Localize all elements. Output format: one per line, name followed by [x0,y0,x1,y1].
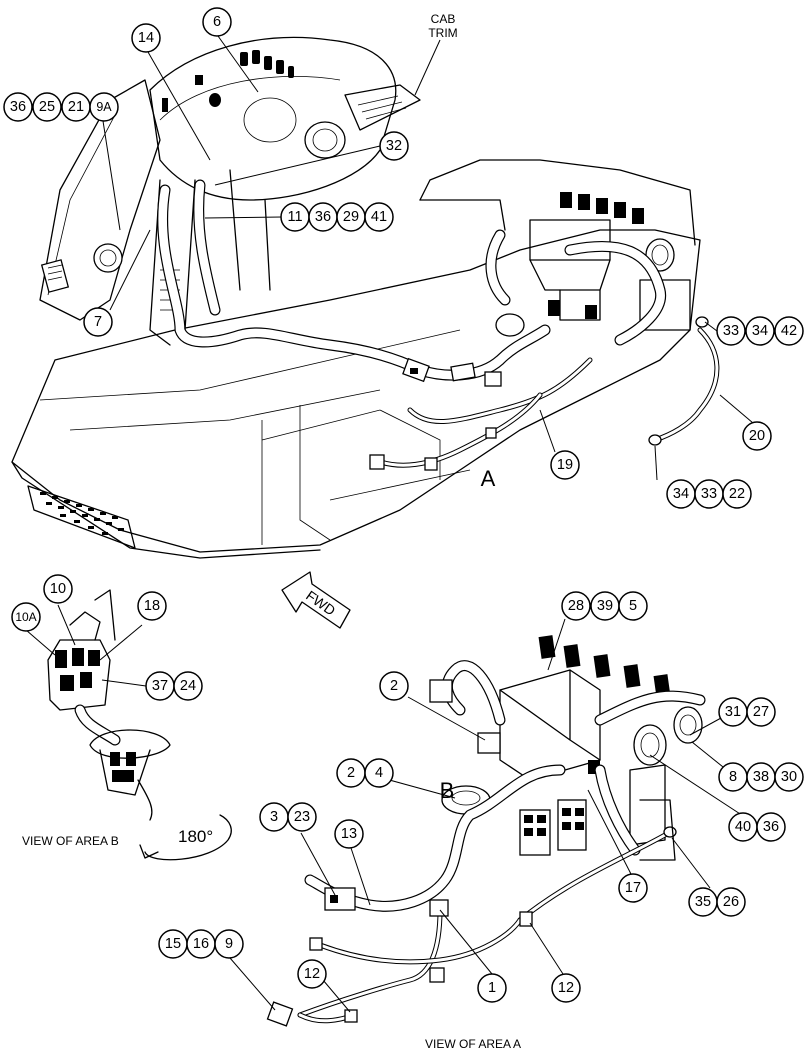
callout-group-11-36-29-41: 11 36 29 41 [280,202,394,232]
callout-27: 27 [753,704,769,720]
callout-19-text: 19 [557,457,573,473]
callout-group-3-23: 3 23 [259,802,317,832]
callout-3: 3 [270,809,278,825]
callout-34b: 34 [673,486,689,502]
callout-group-34-33-22: 34 33 22 [666,479,752,509]
forward-arrow: FWD [281,571,351,629]
callout-20-text: 20 [749,428,765,444]
callout-39: 39 [597,598,613,614]
cab-trim-label-line2: TRIM [428,26,457,40]
callout-41: 41 [371,209,387,225]
callout-group-33-34-42: 33 34 42 [716,316,804,346]
rotation-label: 180° [178,827,213,846]
callout-1: 1 [477,973,507,1003]
callout-22: 22 [729,486,745,502]
callout-group-37-24: 37 24 [145,671,203,701]
callout-2-upper: 2 [379,671,409,701]
callout-12-right: 12 [551,973,581,1003]
callout-40: 40 [735,819,751,835]
callout-14: 14 [131,23,161,53]
cab-platform-drawing [11,36,720,559]
callout-32: 32 [379,131,409,161]
callout-group-31-27: 31 27 [718,697,776,727]
callout-33: 33 [723,323,739,339]
callout-12-left: 12 [297,959,327,989]
callout-30: 30 [781,769,797,785]
callout-17-text: 17 [625,880,641,896]
callout-37: 37 [152,678,168,694]
callout-18: 18 [137,591,167,621]
callout-13: 13 [334,819,364,849]
callout-group-36-25-21-9a: 36 25 21 9A [3,92,119,122]
callout-10a: 10A [11,602,41,632]
callout-8: 8 [729,769,737,785]
callout-10: 10 [43,574,73,604]
area-a-detail-drawing [266,635,706,1027]
callout-group-28-39-5: 28 39 5 [561,591,648,621]
area-a-label: A [481,466,496,491]
callout-42: 42 [781,323,797,339]
callout-4: 4 [375,765,383,781]
area-b-label: B [440,778,455,803]
callout-10-text: 10 [50,581,66,597]
callout-31: 31 [725,704,741,720]
callout-23: 23 [294,809,310,825]
callout-14-text: 14 [138,30,154,46]
callout-21: 21 [68,99,84,115]
callout-leaders [25,35,758,1013]
callout-2a-text: 2 [390,678,398,694]
callout-7: 7 [83,307,113,337]
callout-2b: 2 [347,765,355,781]
callout-20: 20 [742,421,772,451]
callout-25: 25 [39,99,55,115]
callout-12a-text: 12 [304,966,320,982]
callout-5: 5 [629,598,637,614]
callout-10a-text: 10A [15,610,36,624]
callout-34: 34 [752,323,768,339]
fwd-label: FWD [303,587,338,618]
callout-29: 29 [343,209,359,225]
view-area-b-label: VIEW OF AREA B [22,834,119,848]
cab-trim-label-line1: CAB [431,12,456,26]
callout-group-40-36: 40 36 [728,812,786,842]
callout-6-text: 6 [213,14,221,30]
callout-36: 36 [10,99,26,115]
callout-36b: 36 [315,209,331,225]
callout-15: 15 [165,936,181,952]
callout-18-text: 18 [144,598,160,614]
callout-28: 28 [568,598,584,614]
callout-group-2-4: 2 4 [336,758,394,788]
callout-38: 38 [753,769,769,785]
area-b-detail-drawing [47,589,171,821]
callout-19: 19 [550,450,580,480]
callout-24: 24 [180,678,196,694]
callout-32-text: 32 [386,138,402,154]
callout-group-15-16-9: 15 16 9 [158,929,244,959]
rotate-180-indicator: 180° [139,814,232,861]
callout-13-text: 13 [341,826,357,842]
callout-36c: 36 [763,819,779,835]
callout-35: 35 [695,894,711,910]
callout-12b-text: 12 [558,980,574,996]
callout-group-35-26: 35 26 [688,887,746,917]
callout-1-text: 1 [488,980,496,996]
view-area-a-label: VIEW OF AREA A [425,1037,521,1051]
callout-33b: 33 [701,486,717,502]
callout-9a: 9A [96,100,112,114]
callout-7-text: 7 [94,314,102,330]
callout-16: 16 [193,936,209,952]
callout-6: 6 [202,7,232,37]
callout-11: 11 [287,209,302,225]
callout-group-8-38-30: 8 38 30 [718,762,804,792]
callout-9: 9 [225,936,233,952]
callout-26: 26 [723,894,739,910]
callout-17: 17 [618,873,648,903]
